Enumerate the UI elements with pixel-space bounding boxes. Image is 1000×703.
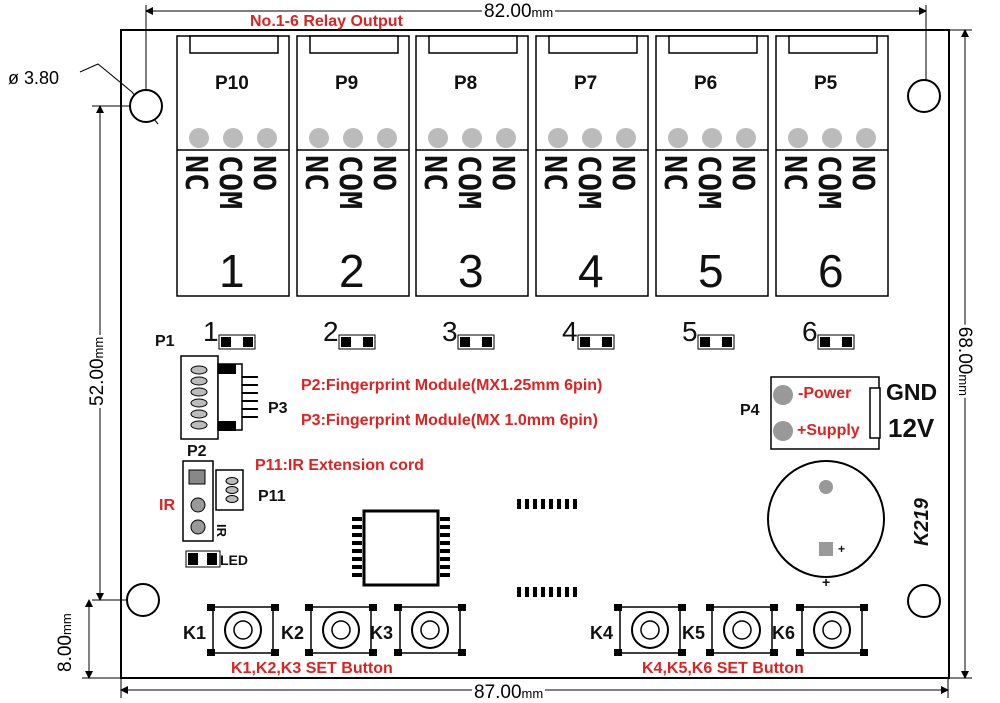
relay-1-pin-com: COM (212, 155, 247, 210)
mount-hole-bottom-left (126, 583, 160, 617)
label-p11: P11 (258, 488, 286, 505)
dim-right-label: 68.00mm (954, 324, 975, 398)
relay-4-pin-com: COM (571, 155, 606, 210)
p2-pin (190, 387, 208, 397)
note-p11: P11:IR Extension cord (255, 457, 424, 474)
board-outline (120, 29, 950, 679)
relay-led-number-5: 5 (682, 316, 698, 347)
relay-terminal-1 (176, 35, 290, 350)
relay-1-pin-nc: NC (178, 155, 213, 192)
label-gnd: GND (886, 379, 938, 405)
relay-number-5: 5 (698, 245, 724, 297)
relay-number-3: 3 (458, 245, 484, 297)
relay-3-pin-com: COM (451, 155, 486, 210)
power-minus: -Power (798, 385, 852, 402)
relay-led-number-6: 6 (802, 316, 818, 347)
mount-hole-top-right (907, 79, 941, 113)
button-label-k4: K4 (590, 623, 614, 643)
p2-pin (190, 376, 208, 386)
relay-label-p5: P5 (814, 73, 838, 94)
relay-number-6: 6 (818, 245, 844, 297)
relay-led-number-4: 4 (562, 316, 578, 347)
power-plus: +Supply (797, 422, 860, 439)
relay-led-number-3: 3 (442, 316, 458, 347)
relay-label-p7: P7 (574, 73, 598, 94)
button-k3 (394, 604, 466, 656)
p2-pin (190, 365, 208, 375)
relay-3-pin-nc: NC (417, 155, 452, 192)
relay-5-pin-no: NO (725, 155, 760, 192)
dim-left-bottom-label: 8.00mm (55, 611, 76, 674)
relay-5-pin-com: COM (691, 155, 726, 210)
relay-terminal-3 (415, 35, 529, 350)
relay-5-pin-nc: NC (657, 155, 692, 192)
relay-2-pin-com: COM (332, 155, 367, 210)
note-buttons-right: K4,K5,K6 SET Button (642, 660, 804, 677)
relay-4-pin-no: NO (605, 155, 640, 192)
mount-hole-bottom-right (907, 584, 941, 618)
buzzer-plus-mark: + (822, 574, 831, 590)
dim-top-label: 82.00mm (482, 1, 556, 22)
label-ir-small: IR (214, 524, 229, 537)
button-label-k2: K2 (281, 623, 305, 643)
button-label-k1: K1 (183, 623, 207, 643)
buzzer-outline (767, 460, 885, 578)
button-k2 (305, 604, 377, 656)
note-p2: P2:Fingerprint Module(MX1.25mm 6pin) (301, 377, 603, 394)
mount-hole-top-left (129, 89, 163, 123)
label-12v: 12V (888, 413, 935, 443)
buzzer-pin-plus: + (838, 542, 846, 556)
label-p3: P3 (268, 400, 288, 417)
p2-pin (190, 420, 208, 430)
relay-4-pin-nc: NC (537, 155, 572, 192)
mcu-chip (352, 499, 577, 597)
button-label-k5: K5 (682, 623, 706, 643)
relay-3-pin-no: NO (485, 155, 520, 192)
relay-6-pin-no: NO (845, 155, 880, 192)
hole-leader (79, 63, 133, 93)
relay-terminal-5 (655, 35, 769, 350)
button-label-k3: K3 (370, 623, 394, 643)
relay-led-number-2: 2 (323, 316, 339, 347)
relay-led-number-1: 1 (203, 316, 219, 347)
button-label-k6: K6 (772, 623, 796, 643)
note-p3: P3:Fingerprint Module(MX 1.0mm 6pin) (301, 412, 598, 429)
board-id: K219 (911, 498, 933, 546)
button-k4 (614, 604, 686, 656)
hole-diameter-label: ø 3.80 (8, 68, 60, 88)
relay-2-pin-no: NO (366, 155, 401, 192)
relay-label-p8: P8 (454, 73, 478, 94)
p2-pin (190, 398, 208, 408)
button-k5 (706, 604, 778, 656)
relay-number-1: 1 (219, 245, 245, 297)
relay-terminal-6 (775, 35, 889, 350)
relay-6-pin-nc: NC (777, 155, 812, 192)
note-buttons-left: K1,K2,K3 SET Button (231, 660, 393, 677)
relay-label-p6: P6 (694, 73, 718, 94)
dim-bottom-label: 87.00mm (472, 682, 546, 703)
relay-number-2: 2 (339, 245, 365, 297)
relay-label-p10: P10 (215, 73, 249, 94)
p2-pin (190, 409, 208, 419)
relay-terminal-2 (296, 35, 410, 350)
label-p2: P2 (187, 443, 207, 460)
relay-6-pin-com: COM (811, 155, 846, 210)
button-k1 (207, 604, 279, 656)
label-led: LED (220, 552, 248, 568)
label-p4: P4 (740, 402, 760, 419)
label-p1: P1 (155, 333, 175, 350)
relay-output-title: No.1-6 Relay Output (250, 13, 403, 30)
relay-number-4: 4 (578, 245, 604, 297)
label-ir: IR (159, 497, 175, 514)
button-k6 (796, 604, 868, 656)
dim-left-label: 52.00mm (87, 334, 108, 408)
relay-1-pin-no: NO (246, 155, 281, 192)
relay-2-pin-nc: NC (298, 155, 333, 192)
relay-label-p9: P9 (335, 73, 359, 94)
relay-terminal-4 (535, 35, 649, 350)
